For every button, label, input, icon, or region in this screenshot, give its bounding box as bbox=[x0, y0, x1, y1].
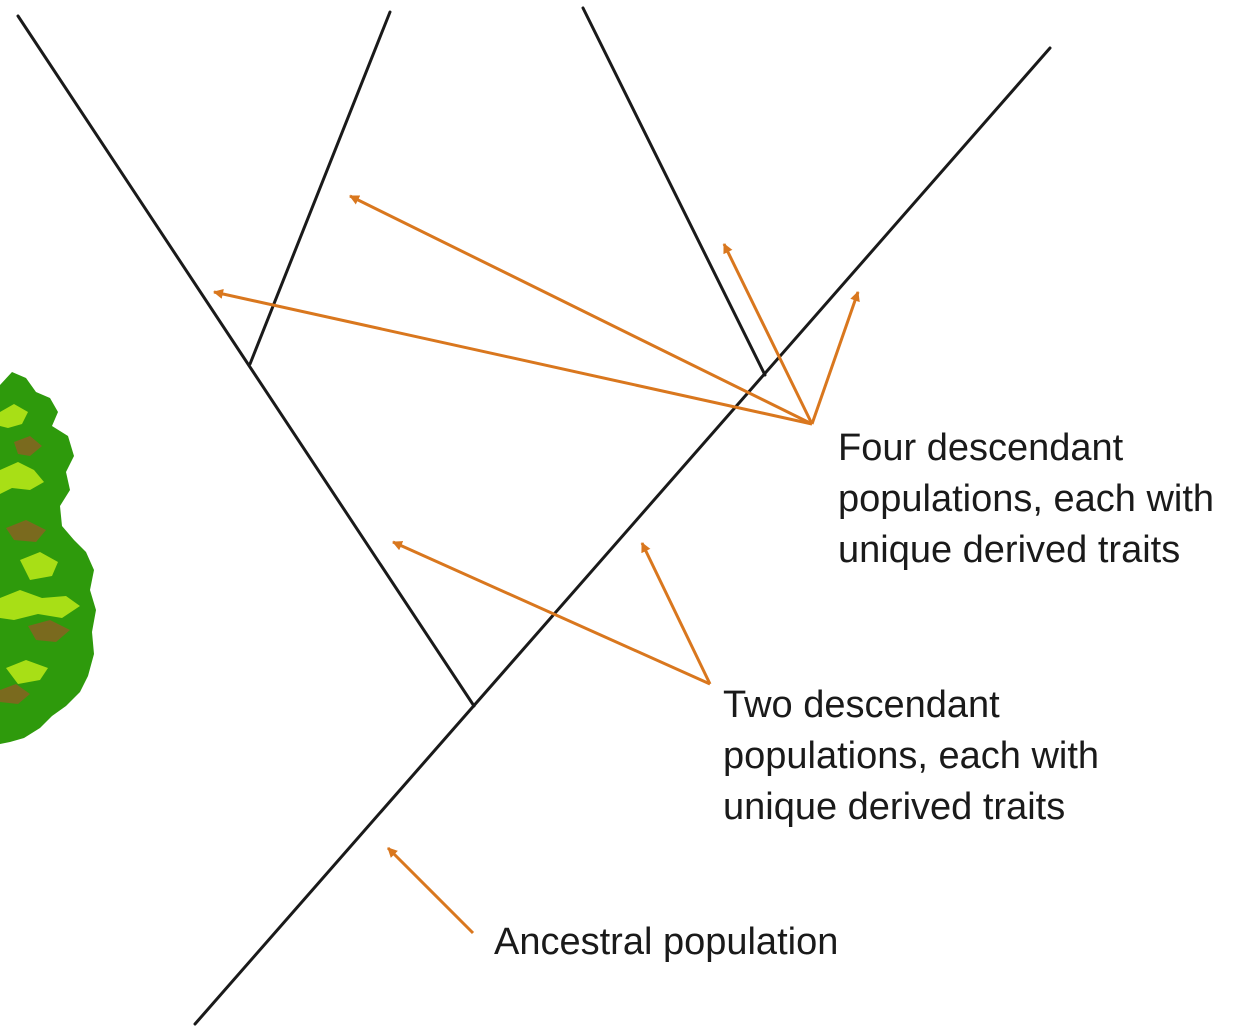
two-descendant-line-2: populations, each with bbox=[723, 735, 1100, 777]
foliage-light-patch bbox=[0, 404, 28, 428]
foliage-shadow-patch bbox=[0, 684, 30, 704]
two-descendant-line-3: unique derived traits bbox=[723, 786, 1066, 828]
left-inner-branch bbox=[248, 10, 392, 366]
four-descendant-line-1: Four descendant bbox=[838, 427, 1124, 469]
foliage-light-patch bbox=[0, 590, 80, 620]
four-descendant-label: Four descendant populations, each with u… bbox=[838, 423, 1214, 576]
arrow-two-to-left bbox=[392, 540, 711, 686]
foliage-light-patch bbox=[20, 552, 58, 580]
arrow-four-to-mid-right bbox=[722, 243, 814, 425]
foliage-shadow-patch bbox=[14, 436, 42, 456]
arrow-two-to-right bbox=[640, 542, 712, 685]
four-descendant-line-3: unique derived traits bbox=[838, 529, 1181, 571]
left-descendant-branch bbox=[16, 14, 476, 708]
foliage-shadow-patch bbox=[28, 620, 70, 642]
four-descendant-line-2: populations, each with bbox=[838, 478, 1215, 520]
two-descendant-label: Two descendant populations, each with un… bbox=[723, 680, 1099, 833]
arrow-ancestral bbox=[386, 846, 475, 935]
foliage-light-patch bbox=[0, 462, 44, 494]
ancestral-population-label: Ancestral population bbox=[494, 921, 839, 963]
annotation-arrows bbox=[213, 194, 860, 935]
arrow-four-to-far-left bbox=[213, 289, 813, 426]
right-inner-branch bbox=[581, 6, 767, 377]
arrow-four-to-mid-left bbox=[349, 194, 813, 426]
foliage-illustration bbox=[0, 372, 96, 744]
arrow-four-to-far-right bbox=[810, 291, 860, 425]
two-descendant-line-1: Two descendant bbox=[723, 684, 1000, 726]
foliage-shadow-patch bbox=[6, 520, 46, 542]
foliage-light-patch bbox=[6, 660, 48, 684]
tree-branches bbox=[16, 6, 1052, 1026]
trunk-branch bbox=[193, 46, 1052, 1026]
